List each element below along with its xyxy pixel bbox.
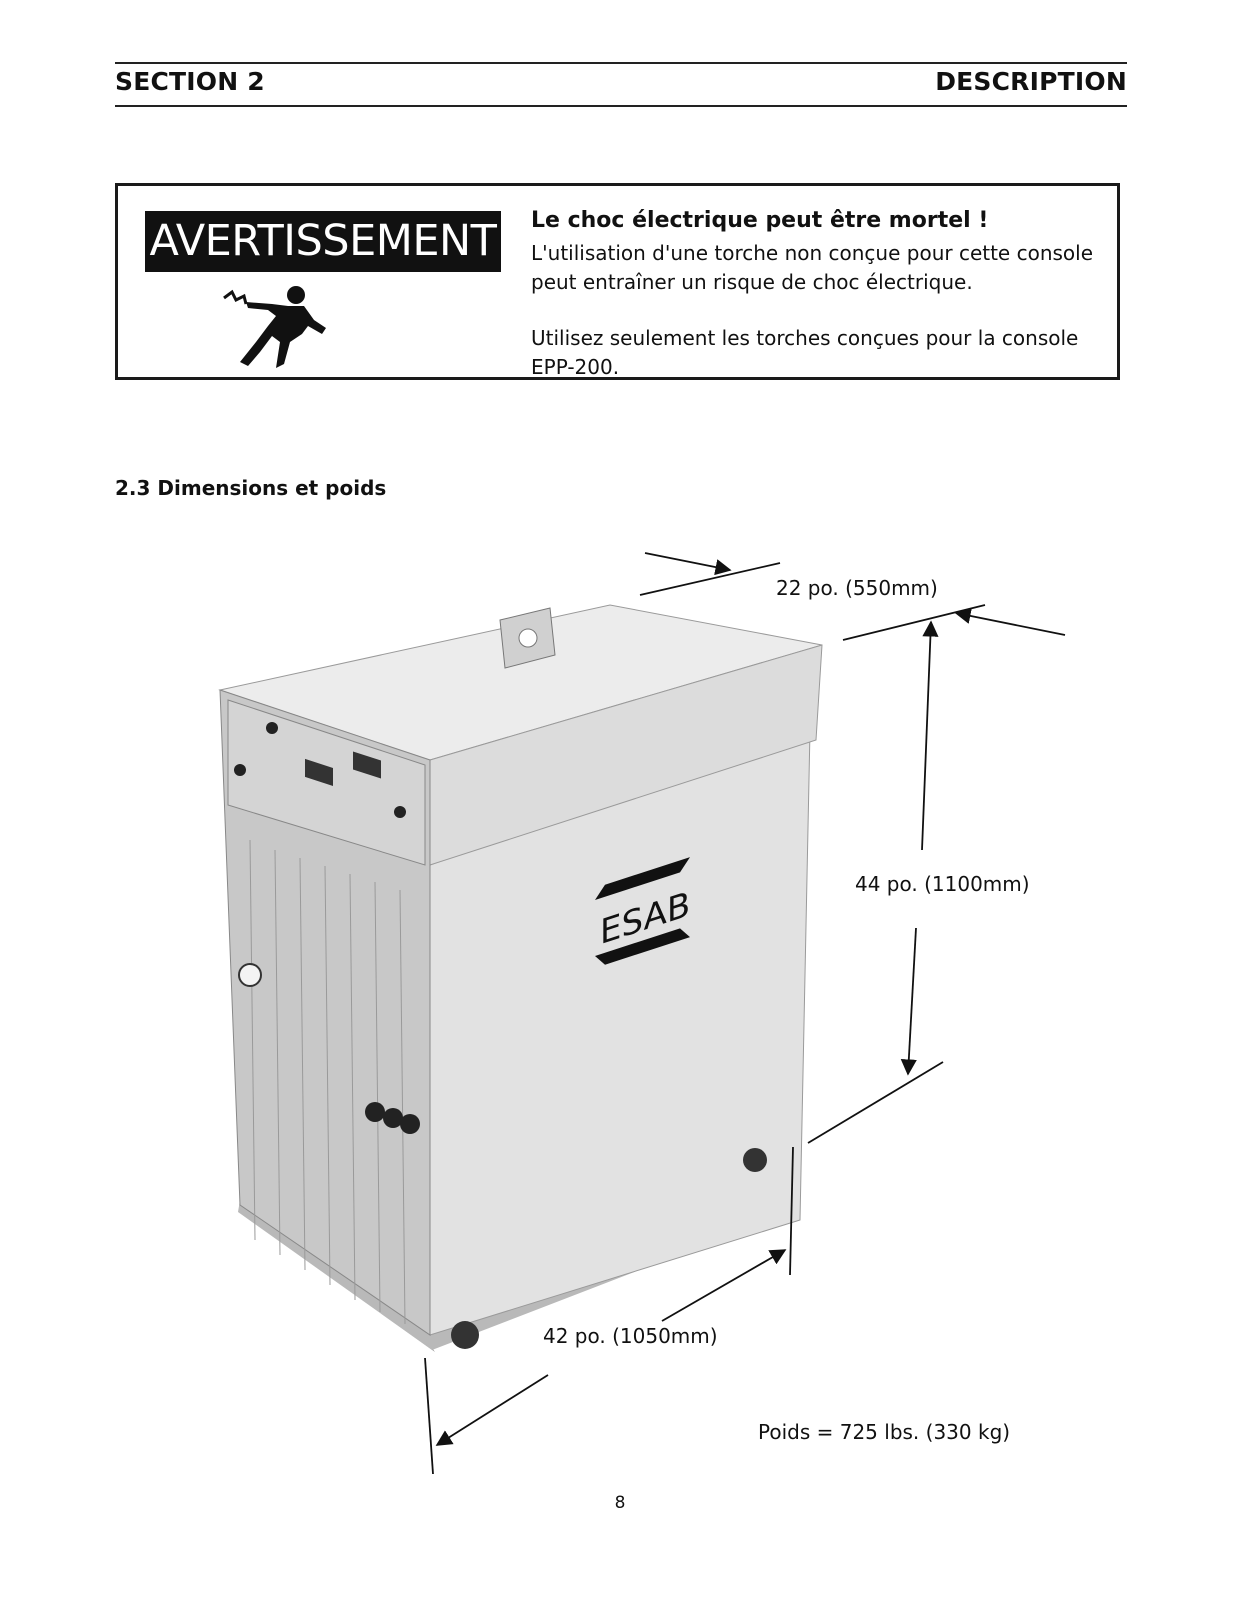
page-number: 8 — [614, 1493, 626, 1513]
warning-badge: AVERTISSEMENT — [145, 211, 501, 272]
section-title: 2.3 Dimensions et poids — [115, 476, 387, 500]
width-dimension-label: 22 po. (550mm) — [776, 576, 938, 600]
weight-label: Poids = 725 lbs. (330 kg) — [758, 1420, 1011, 1444]
page-header-title: DESCRIPTION — [935, 67, 1127, 96]
electric-shock-icon — [223, 286, 326, 368]
height-dimension-label: 44 po. (1100mm) — [855, 872, 1030, 896]
warning-box: AVERTISSEMENT Le choc électrique peut êt… — [115, 183, 1120, 380]
depth-dimension-label: 42 po. (1050mm) — [543, 1324, 718, 1348]
header-bottom-rule — [115, 105, 1127, 107]
warning-text: L'utilisation d'une torche non conçue po… — [531, 239, 1116, 382]
warning-paragraph-1: L'utilisation d'une torche non conçue po… — [531, 241, 1094, 294]
warning-title: Le choc électrique peut être mortel ! — [531, 208, 989, 233]
header-top-rule — [115, 62, 1127, 64]
section-label: SECTION 2 — [115, 67, 265, 96]
warning-paragraph-2: Utilisez seulement les torches conçues p… — [531, 326, 1079, 379]
plasma-console-illustration: ESAB — [218, 604, 823, 1352]
